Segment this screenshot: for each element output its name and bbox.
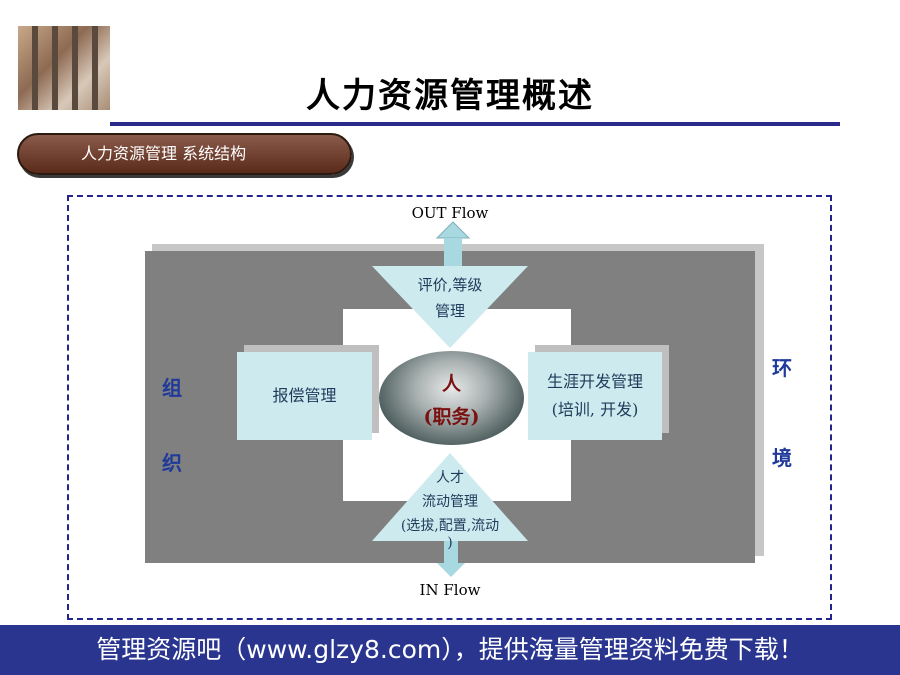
career-line1: 生涯开发管理 <box>546 372 643 391</box>
appraisal-line2: 管理 <box>434 302 465 320</box>
environment-char-2: 境 <box>772 446 792 470</box>
center-line2: (职务) <box>423 406 480 428</box>
talent-line2: 流动管理 <box>422 494 478 510</box>
logo-image <box>18 26 110 110</box>
appraisal-triangle <box>372 266 528 348</box>
out-arrow-icon <box>435 221 471 270</box>
organization-char-2: 织 <box>162 451 182 475</box>
talent-flow-label: 人才 流动管理 (选拔,配置,流动 ) <box>380 466 520 551</box>
talent-line4: ) <box>447 535 453 551</box>
appraisal-label: 评价,等级 管理 <box>372 272 528 324</box>
out-flow-label: OUT Flow <box>411 204 489 222</box>
organization-char-1: 组 <box>162 376 182 400</box>
in-arrow-icon <box>437 541 465 577</box>
talent-flow-triangle <box>372 453 528 541</box>
footer-banner: 管理资源吧（www.glzy8.com），提供海量管理资料免费下载！ <box>0 625 900 675</box>
talent-line3: (选拔,配置,流动 <box>400 518 500 534</box>
career-development-box: 生涯开发管理 (培训, 开发) <box>528 352 662 440</box>
title-underline <box>110 122 840 126</box>
diagram-frame <box>67 195 832 620</box>
center-line1: 人 <box>441 373 461 395</box>
career-line2: (培训, 开发) <box>551 400 639 419</box>
appraisal-line1: 评价,等级 <box>417 276 483 294</box>
section-pill: 人力资源管理 系统结构 <box>17 133 352 175</box>
environment-char-1: 环 <box>772 356 792 380</box>
compensation-box: 报偿管理 <box>237 352 372 440</box>
page-title: 人力资源管理概述 <box>306 76 594 116</box>
person-job-oval: 人 (职务) <box>379 351 524 445</box>
talent-line1: 人才 <box>436 470 464 486</box>
in-flow-label: IN Flow <box>419 581 481 599</box>
